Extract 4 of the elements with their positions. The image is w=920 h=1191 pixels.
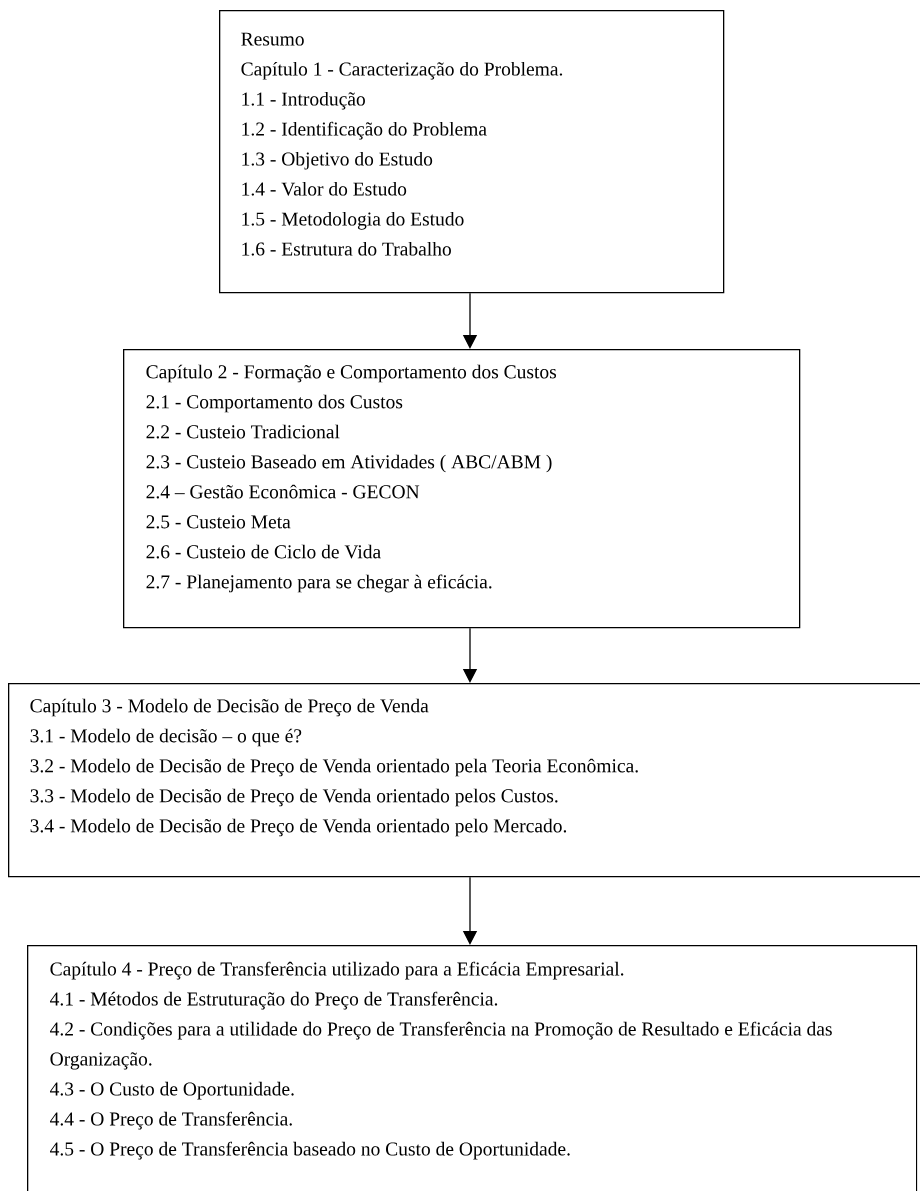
chapter-box: Capítulo 3 - Modelo de Decisão de Preço de Venda 3.1 - Modelo de decisão – o que é? 3.2 - Modelo de Decisão de Preço de Venda orientado pela Teoria Econômica. 3.3 - Modelo de Decisão de Preço de Venda orientado pelos Custos. 3.4 - Modelo de Decisão de Preço de Venda orientado pelo Mercado. xyxy=(8,683,920,878)
chapter-box: Capítulo 4 - Preço de Transferência utilizado para a Eficácia Empresarial. 4.1 - Métodos de Estruturação do Preço de Transferência. 4.2 - Condições para a utilidade do Preço de Transferência na Promoção de Resultado e Eficácia das Organização. 4.3 - O Custo de Oportunidade. 4.4 - O Preço de Transferência. 4.5 - O Preço de Transferência baseado no Custo de Oportunidade. xyxy=(27,945,918,1191)
chapter-box: Capítulo 2 - Formação e Comportamento dos Custos 2.1 - Comportamento dos Custos 2.2 - Custeio Tradicional 2.3 - Custeio Baseado em Atividades ( ABC/ABM ) 2.4 – Gestão Econômica - GECON 2.5 - Custeio Meta 2.6 - Custeio de Ciclo de Vida 2.7 - Planejamento para se chegar à eficácia. xyxy=(123,349,801,629)
chapter-box: Resumo Capítulo 1 - Caracterização do Problema. 1.1 - Introdução 1.2 - Identificação do Problema 1.3 - Objetivo do Estudo 1.4 - Valor do Estudo 1.5 - Metodologia do Estudo 1.6 - Estrutura do Trabalho xyxy=(219,10,725,294)
